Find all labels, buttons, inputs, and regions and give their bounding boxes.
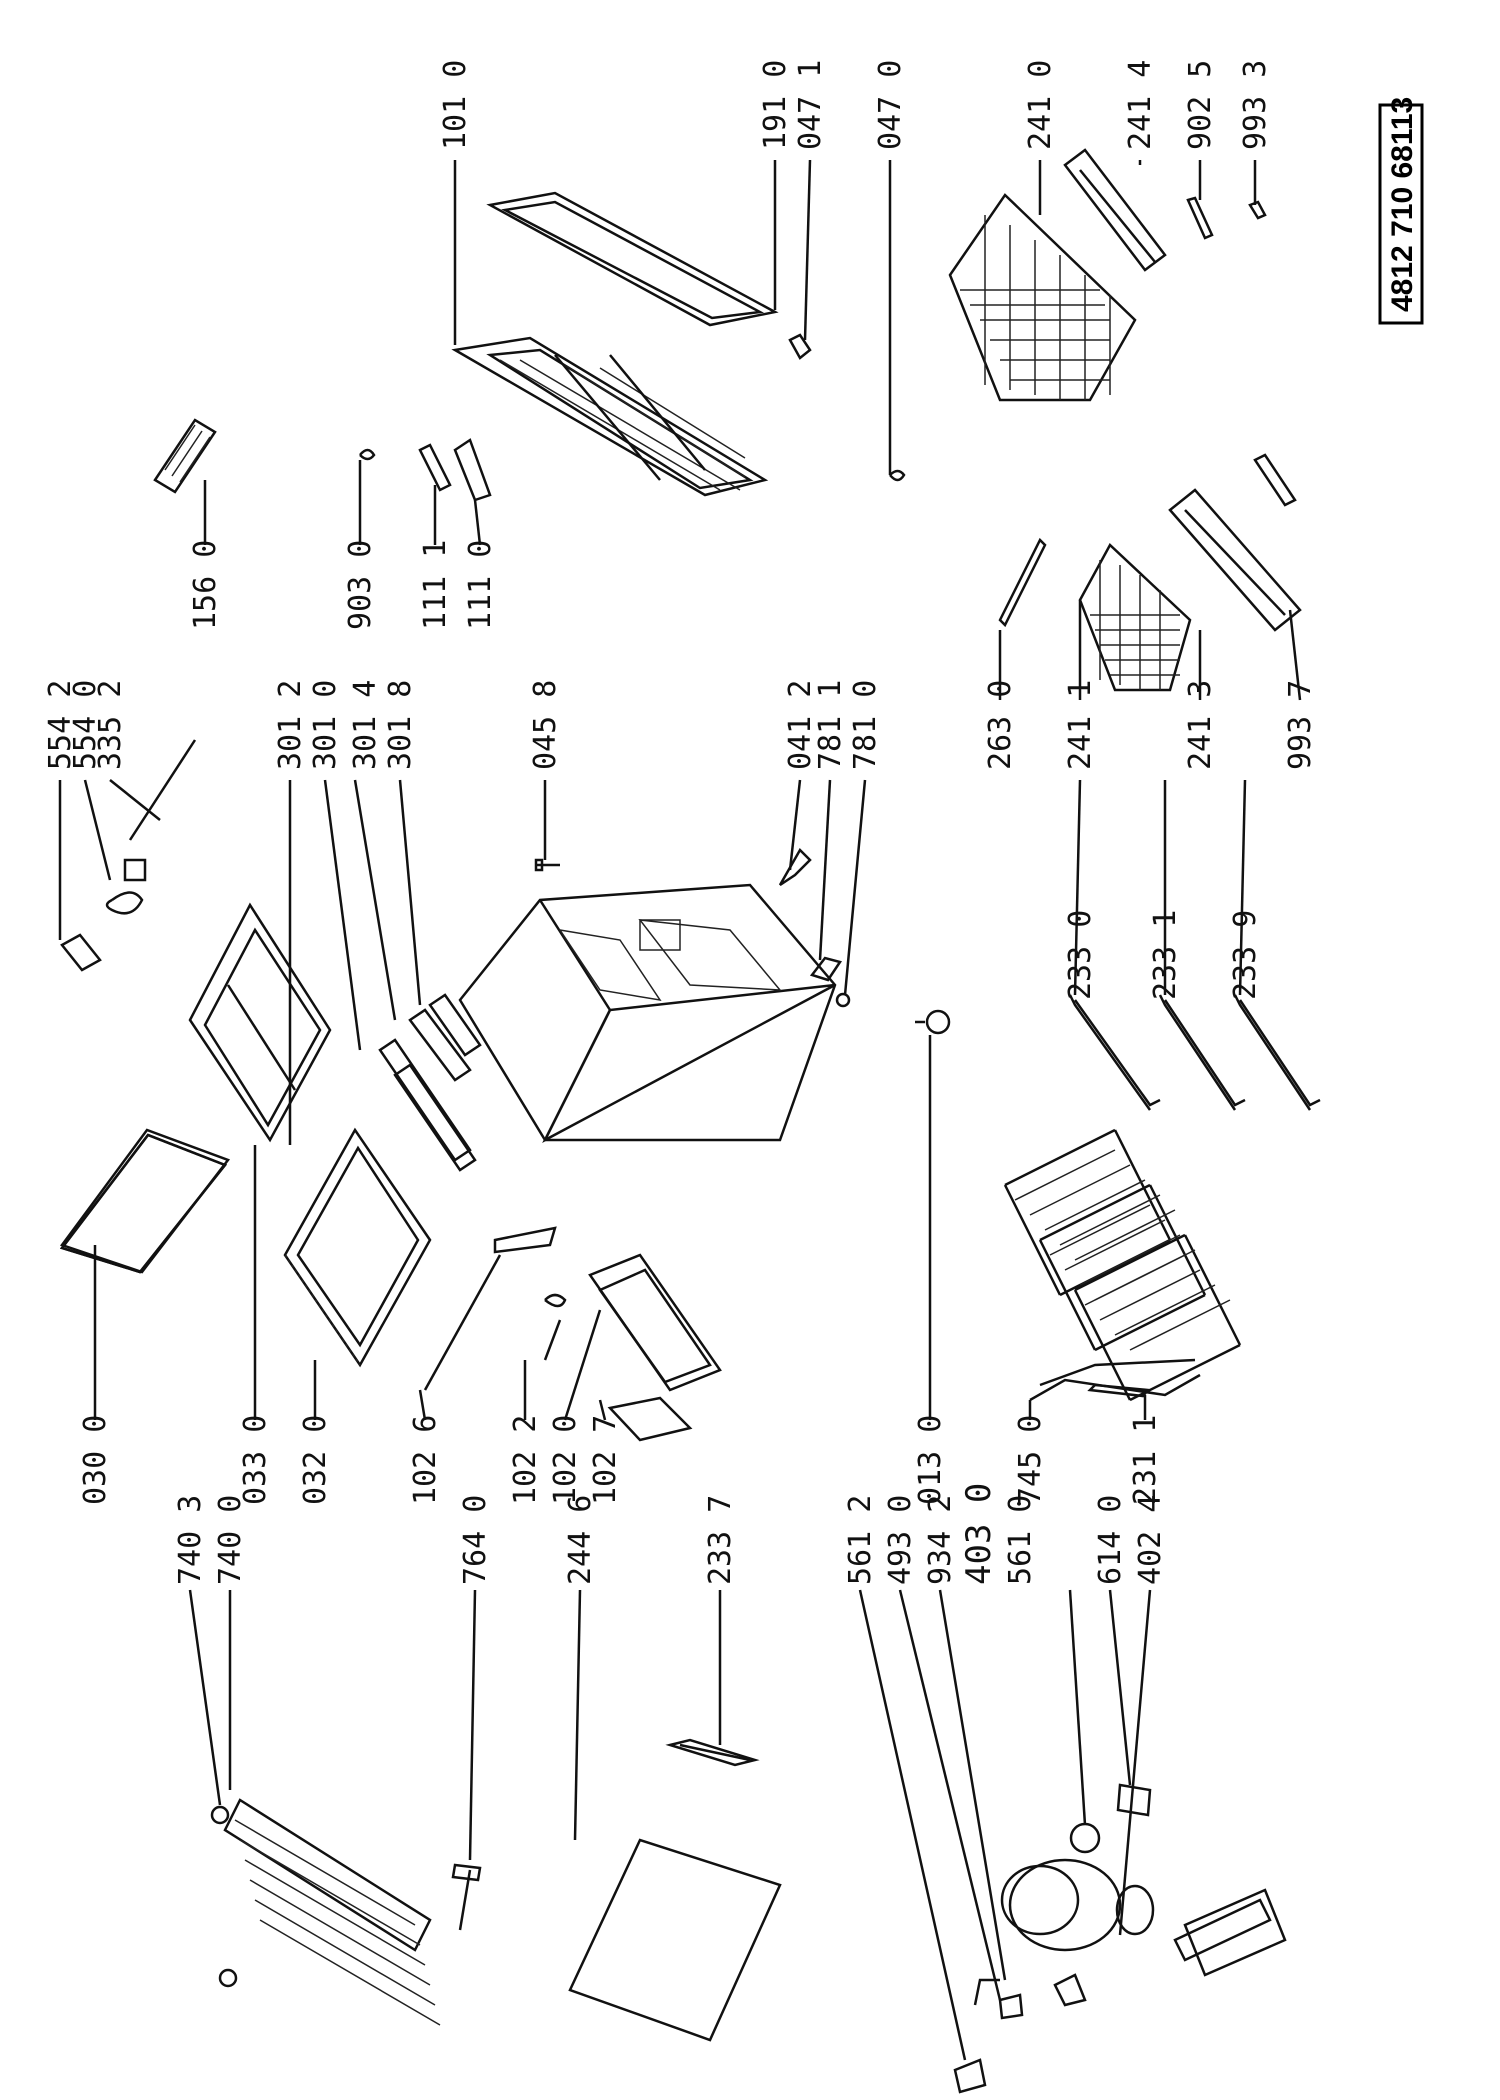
label-740-3: 740 3 bbox=[173, 1495, 208, 1585]
label-241-1: 241 1 bbox=[1063, 680, 1098, 770]
label-554-0: 554 0 bbox=[68, 680, 103, 770]
label-301-0: 301 0 bbox=[308, 680, 343, 770]
part-freezer-flap bbox=[451, 336, 769, 497]
label-402-4: 402 4 bbox=[1133, 1495, 1168, 1585]
label-032-0: 032 0 bbox=[298, 1415, 333, 1505]
part-wire-shelves bbox=[1003, 1128, 1242, 1402]
label-745-0: 745 0 bbox=[1013, 1415, 1048, 1505]
label-403-0: 403 0 bbox=[959, 1483, 999, 1585]
label-903-0: 903 0 bbox=[343, 540, 378, 630]
label-764-0: 764 0 bbox=[458, 1495, 493, 1585]
label-233-7: 233 7 bbox=[703, 1495, 738, 1585]
label-101-0: 101 0 bbox=[438, 60, 473, 150]
part-foot bbox=[915, 1009, 951, 1035]
label-191-0: 191 0 bbox=[758, 60, 793, 150]
label-233-0: 233 0 bbox=[1063, 910, 1098, 1000]
label-047-0: 047 0 bbox=[873, 60, 908, 150]
label-554-2: 554 2 bbox=[43, 680, 78, 770]
part-gasket bbox=[486, 191, 779, 327]
label-740-0: 740 0 bbox=[213, 1495, 248, 1585]
part-worktop bbox=[188, 902, 332, 1143]
label-902-5: 902 5 bbox=[1183, 60, 1218, 150]
document-code: 4812 710 68113 bbox=[1386, 97, 1419, 312]
part-compressor bbox=[953, 1783, 1287, 2094]
part-flap-small bbox=[359, 333, 906, 502]
part-labels: 030 0 033 0 032 0 102 6 102 2 102 0 102 … bbox=[43, 60, 1318, 1585]
document-code-box: 4812 710 68113 bbox=[1378, 97, 1424, 325]
label-013-0: 013 0 bbox=[913, 1415, 948, 1505]
label-033-0: 033 0 bbox=[238, 1415, 273, 1505]
label-301-8: 301 8 bbox=[383, 680, 418, 770]
part-back-plate bbox=[568, 1738, 782, 2042]
part-cabinet-small-parts bbox=[534, 847, 851, 1008]
label-102-6: 102 6 bbox=[408, 1415, 443, 1505]
label-047-1: 047 1 bbox=[793, 60, 828, 150]
part-condenser bbox=[210, 1798, 482, 2026]
label-493-0: 493 0 bbox=[883, 1495, 918, 1585]
part-ice-tray bbox=[153, 418, 217, 494]
label-993-3: 993 3 bbox=[1238, 60, 1273, 150]
label-241-0: 241 0 bbox=[1023, 60, 1058, 150]
part-cabinet bbox=[458, 883, 837, 1143]
label-335-2: 335 2 bbox=[93, 680, 128, 770]
label-614-0: 614 0 bbox=[1093, 1495, 1128, 1585]
label-781-1: 781 1 bbox=[813, 680, 848, 770]
label-301-2: 301 2 bbox=[273, 680, 308, 770]
part-hinge-rails bbox=[378, 993, 482, 1172]
label-156-0: 156 0 bbox=[188, 540, 223, 630]
label-041-2: 041 2 bbox=[783, 680, 818, 770]
label-231-1: 231 1 bbox=[1128, 1415, 1163, 1505]
label-561-0: 561 0 bbox=[1003, 1495, 1038, 1585]
part-drawer-guide bbox=[1087, 1383, 1151, 1398]
part-basket-large bbox=[948, 148, 1267, 402]
label-934-2: 934 2 bbox=[923, 1495, 958, 1585]
label-301-4: 301 4 bbox=[348, 680, 383, 770]
label-263-0: 263 0 bbox=[983, 680, 1018, 770]
label-241-4: 241 4 bbox=[1123, 60, 1158, 150]
label-045-8: 045 8 bbox=[528, 680, 563, 770]
label-781-0: 781 0 bbox=[848, 680, 883, 770]
label-111-1: 111 1 bbox=[418, 540, 453, 630]
part-thermostat bbox=[60, 739, 197, 972]
label-102-0: 102 0 bbox=[548, 1415, 583, 1505]
leader-lines bbox=[58, 159, 1302, 2061]
part-shelf-rails bbox=[1068, 994, 1321, 1111]
part-door-bins bbox=[493, 1226, 722, 1442]
label-244-6: 244 6 bbox=[563, 1495, 598, 1585]
label-111-0: 111 0 bbox=[463, 540, 498, 630]
label-561-2: 561 2 bbox=[843, 1495, 878, 1585]
label-102-2: 102 2 bbox=[508, 1415, 543, 1505]
part-basket-small bbox=[998, 453, 1302, 692]
label-241-3: 241 3 bbox=[1183, 680, 1218, 770]
part-door-frame bbox=[283, 1127, 432, 1368]
label-233-9: 233 9 bbox=[1228, 910, 1263, 1000]
label-233-1: 233 1 bbox=[1148, 910, 1183, 1000]
label-993-7: 993 7 bbox=[1283, 680, 1318, 770]
label-102-7: 102 7 bbox=[588, 1415, 623, 1505]
part-top-cover bbox=[59, 1128, 231, 1274]
label-030-0: 030 0 bbox=[78, 1415, 113, 1505]
